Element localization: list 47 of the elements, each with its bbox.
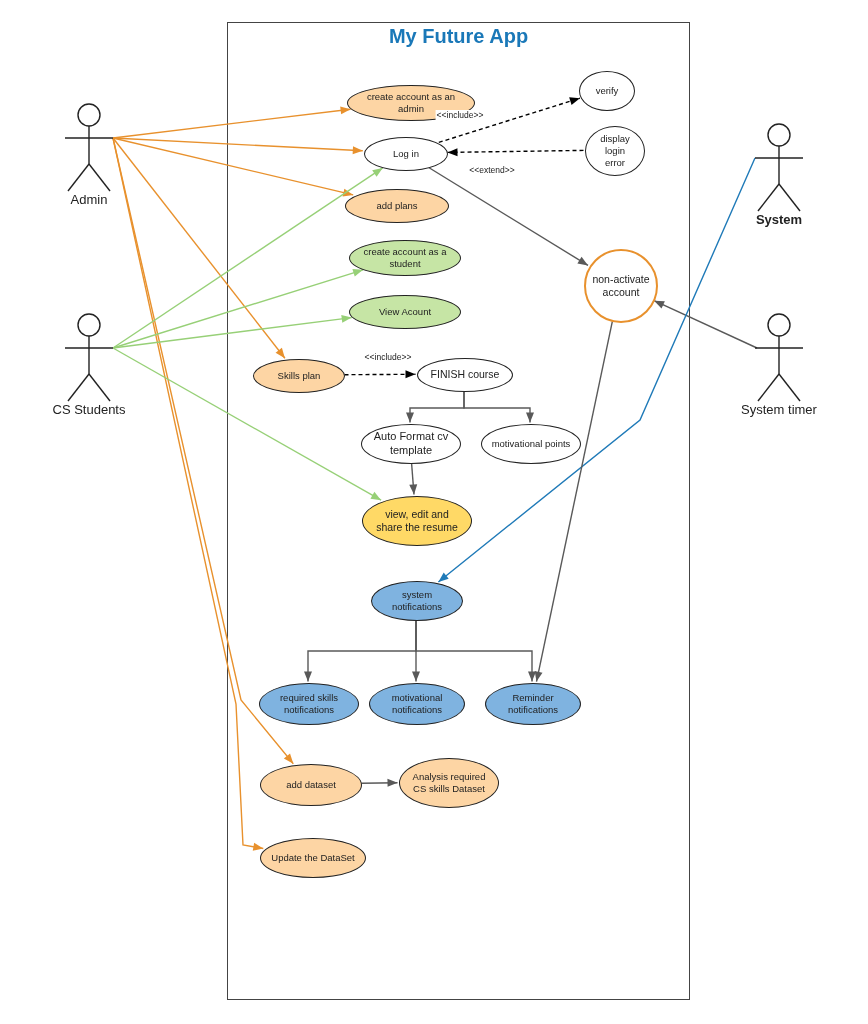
use-case-ellipse: View Acount [349, 295, 461, 329]
actor-name: System timer [740, 402, 818, 417]
dashed-arrow [438, 97, 581, 144]
arrow [112, 314, 353, 349]
use-case-ellipse: motivational notifications [369, 683, 465, 725]
use-case-ellipse: view, edit and share the resume [362, 496, 472, 546]
use-case-ellipse: motivational points [481, 424, 581, 464]
arrow [653, 300, 758, 349]
use-case-ellipse: non-activate account [584, 249, 658, 323]
dashed-arrow [446, 148, 585, 157]
arrow [112, 268, 364, 349]
arrow [409, 462, 418, 496]
use-case-ellipse: Reminder notifications [485, 683, 581, 725]
use-case-ellipse: Log in [364, 137, 448, 171]
use-case-ellipse: add plans [345, 189, 449, 223]
use-case-ellipse: add dataset [260, 764, 362, 806]
edge-label: <<extend>> [468, 165, 516, 175]
system-boundary [227, 22, 690, 1000]
actor-name: Admin [69, 192, 109, 207]
dashed-arrow [343, 370, 417, 379]
edge-label: <<include>> [363, 352, 413, 362]
use-case-ellipse: verify [579, 71, 635, 111]
arrow [112, 137, 264, 851]
arrow [437, 157, 756, 583]
use-case-ellipse: required skills notifications [259, 683, 359, 725]
arrow [112, 137, 286, 359]
arrow [112, 167, 384, 349]
use-case-ellipse: system notifications [371, 581, 463, 621]
arrow [415, 619, 536, 683]
actor-name: CS Students [51, 402, 127, 417]
arrow [112, 347, 382, 501]
use-case-ellipse: Skills plan [253, 359, 345, 393]
arrow [428, 166, 589, 267]
arrow [360, 778, 399, 787]
use-case-ellipse: FINISH course [417, 358, 513, 392]
use-case-ellipse: Analysis required CS skills Dataset [399, 758, 499, 808]
use-case-ellipse: display login error [585, 126, 645, 176]
use-case-ellipse: Auto Format cv template [361, 424, 461, 464]
arrow [112, 137, 364, 155]
use-case-ellipse: Update the DataSet [260, 838, 366, 878]
arrow [112, 137, 354, 197]
boundary-title: My Future App [388, 25, 529, 48]
actor-name: System [754, 212, 804, 227]
arrow [534, 321, 613, 683]
use-case-ellipse: create account as a student [349, 240, 461, 276]
edge-label: <<include>> [435, 110, 485, 120]
arrow [463, 390, 534, 424]
